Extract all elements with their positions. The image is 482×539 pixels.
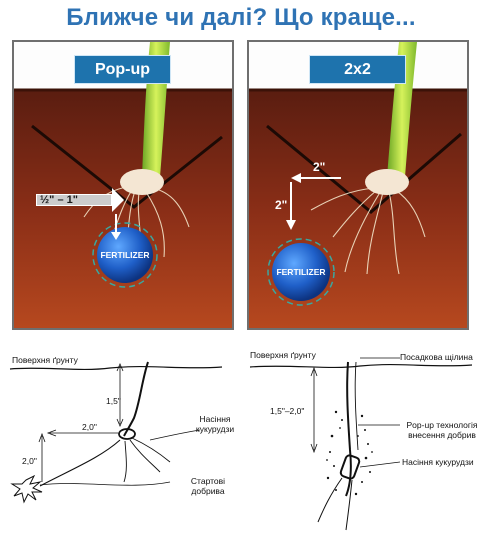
popup-panel: Pop-up ½" – 1" FERTILIZER — [12, 40, 234, 330]
right-seed-label: Насіння кукурудзи — [402, 457, 474, 467]
left-horizontal-label: 2,0" — [82, 422, 97, 432]
popup-illustration — [14, 42, 232, 328]
left-line-diagram — [9, 361, 223, 504]
right-slot-label: Посадкова щілина — [400, 352, 473, 362]
2x2-tag: 2x2 — [309, 55, 406, 84]
left-surface-label: Поверхня ґрунту — [12, 355, 78, 365]
2x2-fertilizer-label: FERTILIZER — [276, 267, 326, 277]
left-seed-label: Насіння кукурудзи — [195, 414, 235, 434]
page-title: Ближче чи далі? Що краще... — [66, 4, 416, 31]
popup-tag: Pop-up — [74, 55, 171, 84]
popup-fertilizer-label: FERTILIZER — [100, 250, 150, 260]
2x2-panel: 2x2 2" 2" FERTILIZER — [247, 40, 469, 330]
2x2-horizontal-label: 2" — [313, 160, 326, 174]
left-vertical-label: 2,0" — [22, 456, 37, 466]
left-depth-label: 1,5" — [106, 396, 121, 406]
right-depth-label: 1,5"–2,0" — [270, 406, 305, 416]
bottom-diagrams — [9, 357, 473, 531]
right-surface-label: Поверхня ґрунту — [250, 350, 316, 360]
2x2-illustration — [249, 42, 467, 328]
left-starter-label: Стартові добрива — [190, 476, 226, 496]
popup-depth-label: ½" – 1" — [40, 194, 78, 206]
right-line-diagram — [249, 357, 473, 531]
right-popup-label: Pop-up технологія внесення добрив — [406, 420, 478, 440]
2x2-vertical-label: 2" — [275, 198, 288, 212]
